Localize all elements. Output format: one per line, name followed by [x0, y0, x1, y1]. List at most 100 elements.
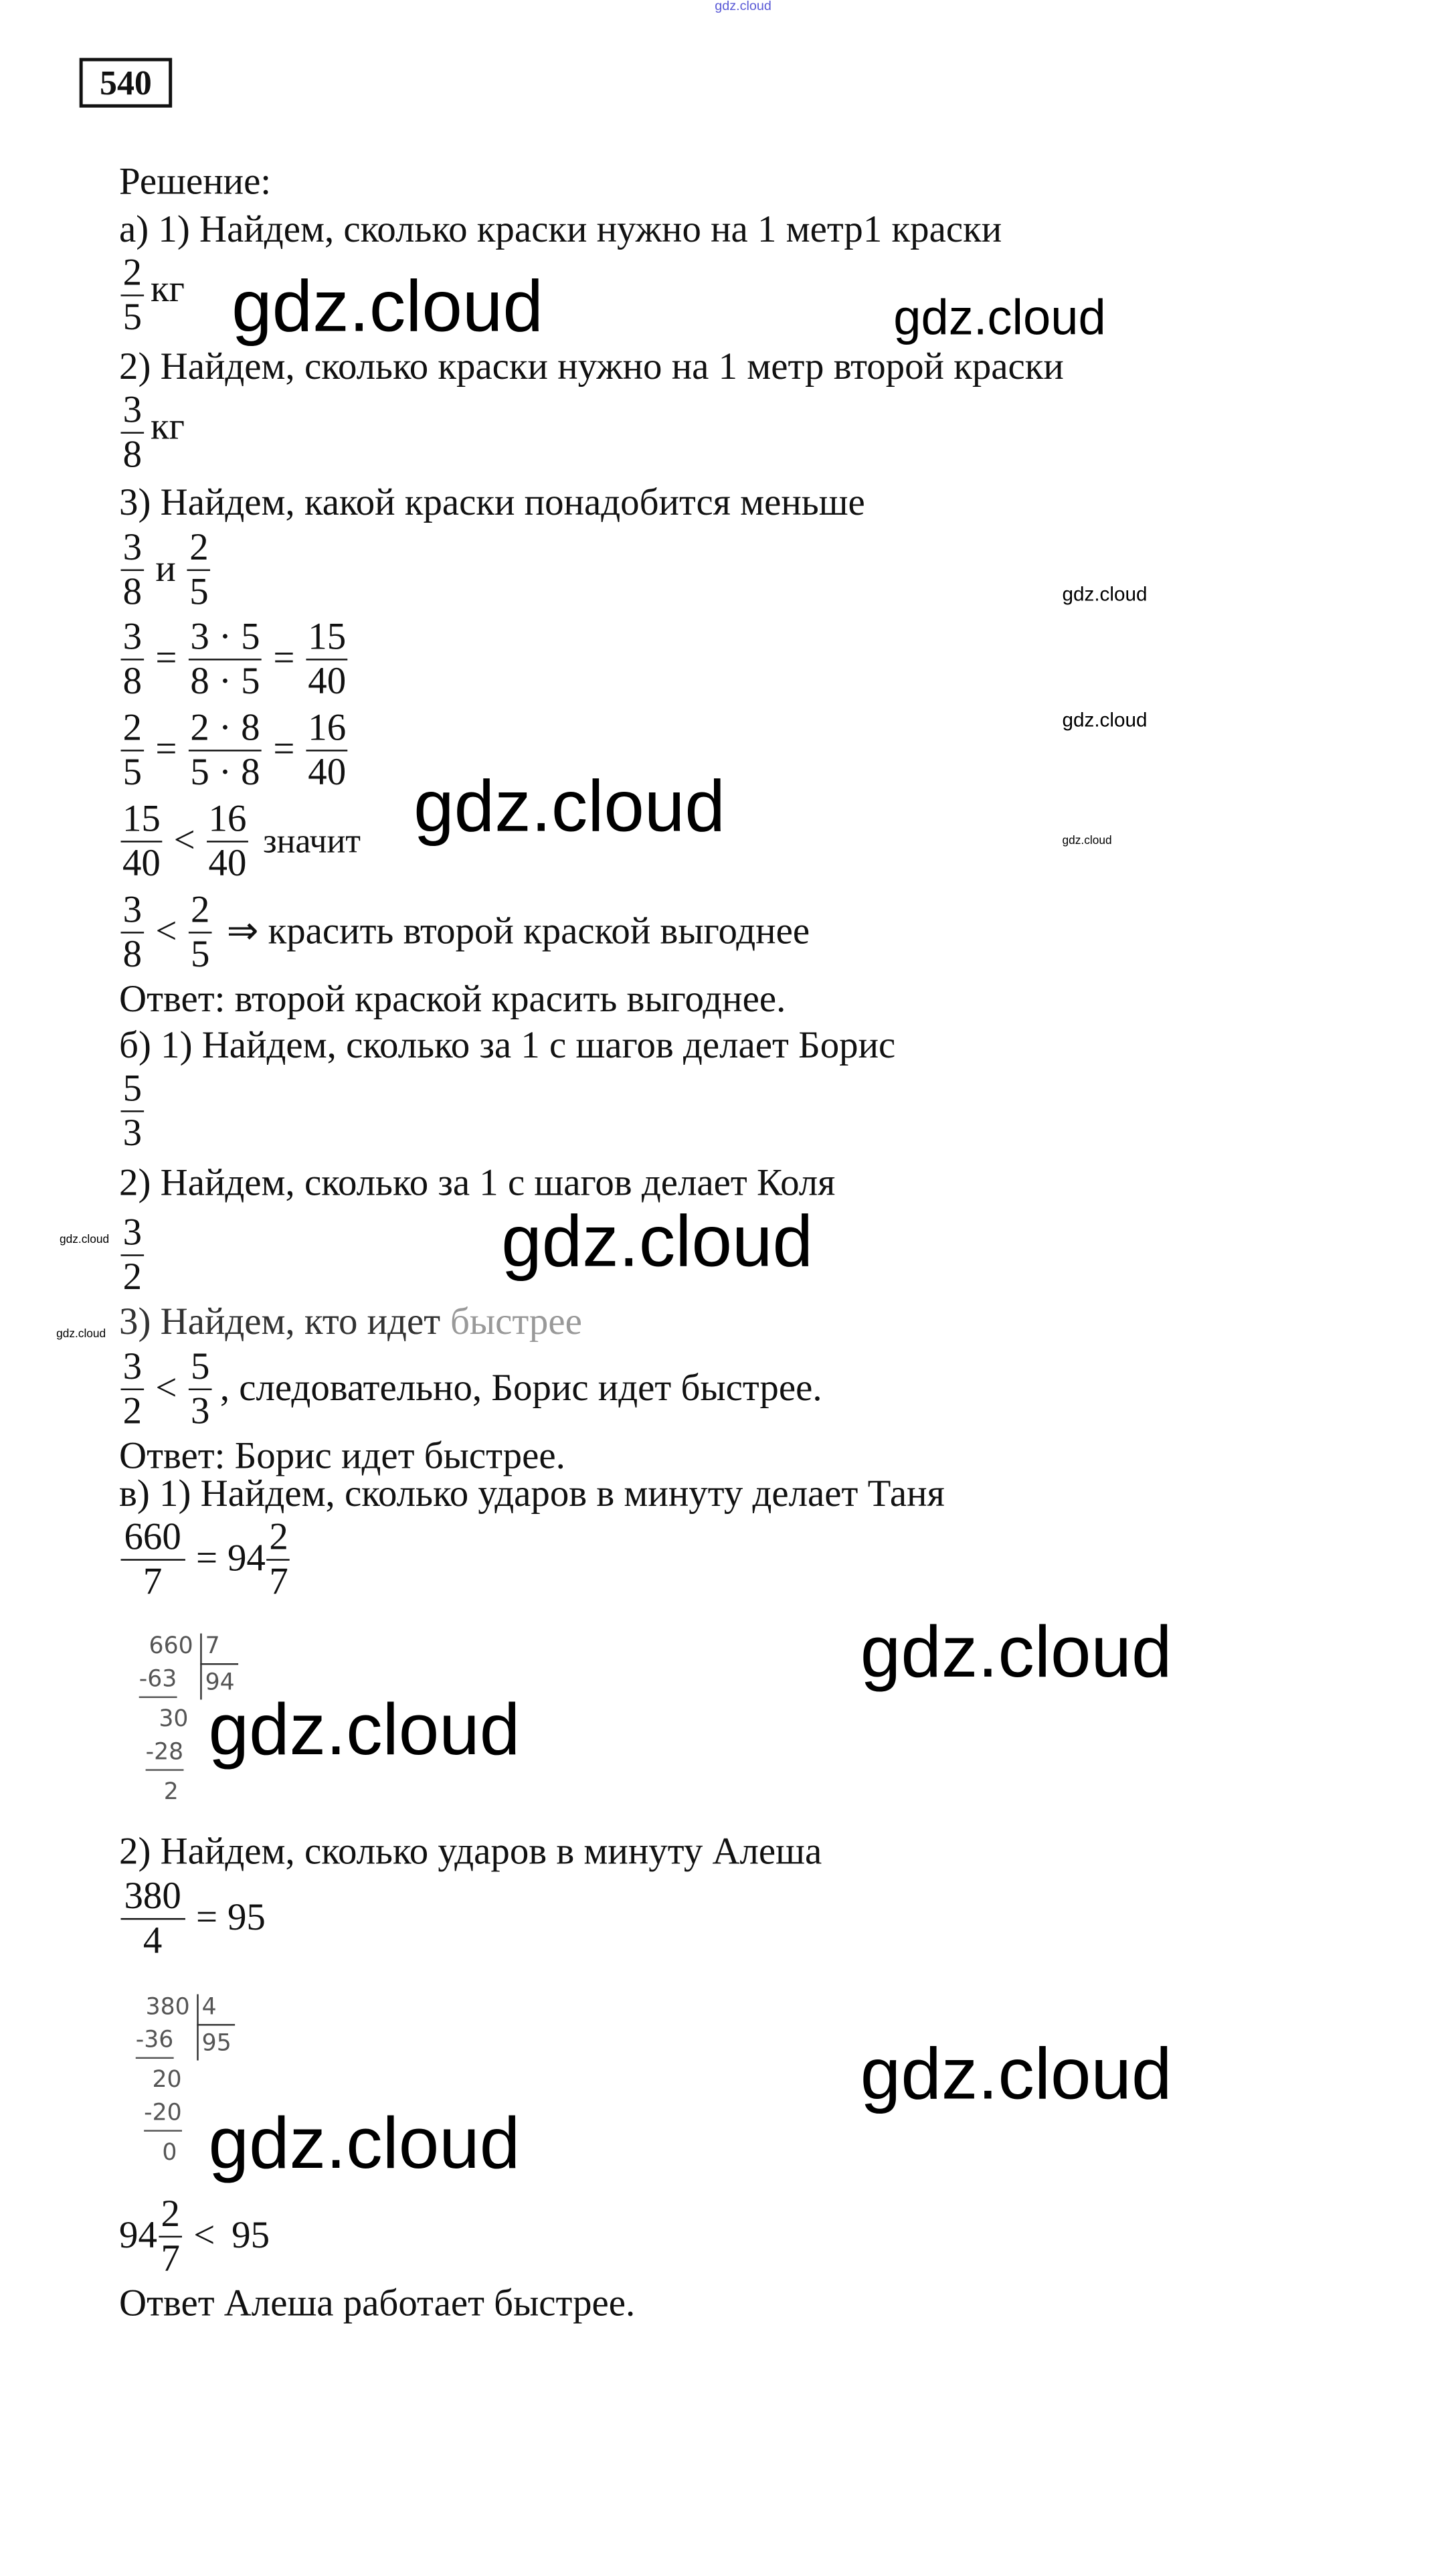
numerator: 5	[120, 1068, 145, 1112]
step-text: 2) Найдем, сколько краски нужно на 1 мет…	[119, 345, 1064, 388]
watermark: gdz.cloud	[1062, 835, 1112, 848]
unit: кг	[151, 268, 185, 310]
right-value: 95	[232, 2214, 270, 2256]
numerator: 2 · 8	[188, 707, 262, 751]
numerator: 3	[120, 1211, 145, 1256]
numerator: 2	[159, 2193, 182, 2237]
watermark: gdz.cloud	[893, 291, 1106, 346]
denominator: 5	[122, 295, 143, 337]
solution-label: Решение:	[119, 160, 272, 202]
part-c-answer: Ответ Алеша работает быстрее.	[119, 2283, 635, 2324]
denominator: 4	[143, 1919, 163, 1961]
denominator: 5 · 8	[190, 750, 260, 792]
part-a-step1: а) 1) Найдем, сколько краски нужно на 1 …	[119, 209, 1002, 250]
answer-text: Ответ: Борис идет быстрее.	[119, 1434, 565, 1476]
unit: кг	[151, 406, 185, 448]
remainder: 2	[163, 1779, 179, 1806]
watermark: gdz.cloud	[501, 1201, 813, 1283]
numerator: 15	[120, 798, 163, 842]
step-text: в) 1) Найдем, сколько ударов в минуту де…	[119, 1472, 945, 1515]
numerator: 3	[120, 616, 145, 660]
watermark: gdz.cloud	[1062, 708, 1148, 732]
watermark: gdz.cloud	[56, 1329, 106, 1341]
step-text: 2) Найдем, сколько ударов в минуту Алеша	[119, 1830, 822, 1872]
division-vertical-line	[197, 1994, 199, 2061]
watermark: gdz.cloud	[860, 1612, 1172, 1693]
division-horizontal-line	[200, 1663, 239, 1666]
denominator: 7	[161, 2237, 180, 2279]
equals-sign: =	[196, 1897, 218, 1938]
divisor: 4	[201, 1994, 217, 2021]
denominator: 8	[122, 570, 143, 612]
long-division-660-by-7: 660 7 94 -63 30 -28 2	[139, 1628, 239, 1810]
long-division-380-by-4: 380 4 95 -36 20 -20 0	[135, 1989, 236, 2171]
numerator: 3	[120, 526, 145, 571]
denominator: 5	[190, 932, 210, 974]
watermark: gdz.cloud	[1062, 582, 1148, 606]
watermark: gdz.cloud	[232, 266, 543, 348]
numerator: 2	[188, 889, 212, 933]
equals-sign: =	[273, 637, 295, 679]
dividend: 380	[145, 1994, 190, 2021]
denominator: 5	[122, 750, 143, 792]
numerator: 15	[306, 616, 348, 660]
conclusion-text: значит	[263, 821, 361, 861]
part-b-step2: 2) Найдем, сколько за 1 с шагов делает К…	[119, 1163, 835, 1203]
part-a-step3: 3) Найдем, какой краски понадобится мень…	[119, 482, 865, 523]
equals-sign: =	[155, 728, 177, 770]
part-b-answer: Ответ: Борис идет быстрее.	[119, 1436, 565, 1476]
numerator: 2	[120, 252, 145, 296]
denominator: 8 · 5	[190, 659, 260, 701]
denominator: 40	[308, 659, 347, 701]
denominator: 2	[122, 1389, 143, 1432]
dividend: 660	[149, 1633, 193, 1661]
conclusion-text: ⇒ красить второй краской выгоднее	[226, 910, 810, 952]
denominator: 7	[143, 1560, 163, 1602]
step-text: б) 1) Найдем, сколько за 1 с шагов делае…	[119, 1024, 896, 1066]
subtrahend: -28	[145, 1737, 184, 1771]
part-c-step1: в) 1) Найдем, сколько ударов в минуту де…	[119, 1474, 945, 1515]
denominator: 40	[208, 841, 247, 883]
solution-heading: Решение:	[119, 160, 272, 202]
equals-sign: =	[155, 637, 177, 679]
subtrahend: -20	[144, 2098, 182, 2132]
denominator: 3	[190, 1389, 210, 1432]
conjunction: и	[155, 547, 176, 590]
numerator: 3	[120, 389, 145, 434]
watermark: gdz.cloud	[715, 0, 771, 13]
numerator: 2	[187, 526, 211, 571]
numerator: 5	[188, 1345, 212, 1390]
step-text: 3) Найдем, кто идет	[119, 1300, 441, 1343]
watermark: gdz.cloud	[60, 1234, 110, 1246]
quotient: 94	[205, 1669, 235, 1697]
watermark: gdz.cloud	[208, 2103, 521, 2185]
numerator: 2	[267, 1516, 290, 1561]
less-than-sign: <	[193, 2214, 215, 2256]
remainder: 30	[159, 1706, 189, 1733]
